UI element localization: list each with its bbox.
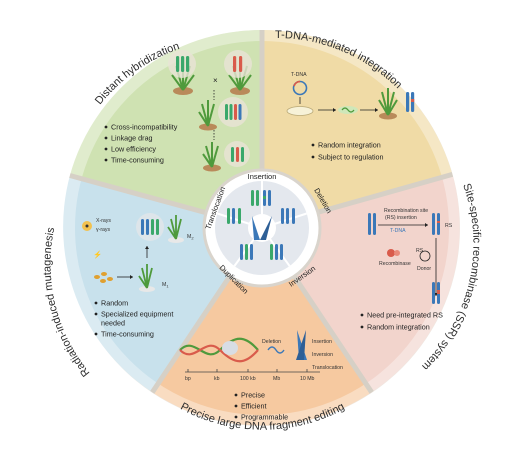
op-inversion: Inversion xyxy=(312,352,333,358)
ssr-bullets: Need pre-integrated RS Random integratio… xyxy=(360,311,443,332)
ssr-recombination-site: Recombination site xyxy=(384,208,428,214)
lightning-icon: ⚡ xyxy=(93,250,102,259)
precise-bullets: Precise Efficient Programmable xyxy=(234,391,288,422)
bullet-text: needed xyxy=(101,319,125,328)
distant-illustration: × xyxy=(168,50,252,172)
scale-label: bp xyxy=(185,376,191,382)
ssr-rs-1: RS xyxy=(445,223,453,229)
ssr-tdna: T-DNA xyxy=(390,228,406,234)
chromosome-icon xyxy=(252,216,260,240)
scale-ticks xyxy=(187,369,308,372)
ssr-donor: Donor xyxy=(417,266,431,272)
ssr-recombinase: Recombinase xyxy=(379,261,411,267)
tdna-bullets: Random integration Subject to regulation xyxy=(311,141,384,162)
sector-tdna xyxy=(262,30,453,228)
precise-illustration: Deletion Insertion Inversion Translocati… xyxy=(179,330,343,382)
ssr-rs-insertion: (RS) insertion xyxy=(385,215,417,221)
bullet-text: Cross-incompatibility xyxy=(111,123,178,132)
bullet-text: Linkage drag xyxy=(111,134,153,143)
tdna-label: T-DNA xyxy=(291,72,307,78)
hub-label-insertion: Insertion xyxy=(248,172,277,181)
bullet-text: Random xyxy=(101,299,128,308)
distant-bullets: Cross-incompatibility Linkage drag Low e… xyxy=(104,123,178,165)
precise-deletion: Deletion xyxy=(262,339,281,345)
nuclease-icon xyxy=(222,341,238,355)
bullet-text: Subject to regulation xyxy=(318,153,384,162)
ssr-rs-2: RS xyxy=(416,248,424,254)
scale-label: Mb xyxy=(273,376,280,382)
ray-label: γ-rays xyxy=(96,227,111,233)
center-hub: Insertion Deletion Inversion Duplication… xyxy=(202,168,334,296)
scale-label: 100 kb xyxy=(240,376,256,382)
bullet-text: Time-consuming xyxy=(101,330,154,339)
scale-label: 10 Mb xyxy=(300,376,315,382)
radiation-illustration: X-rays γ-rays ⚡ M1 M2 xyxy=(82,213,194,292)
seed-icon xyxy=(94,272,113,283)
m1-label: M1 xyxy=(162,282,169,289)
bullet-text: Time-consuming xyxy=(111,156,164,165)
bullet-text: Low efficiency xyxy=(111,145,156,154)
bullet-text: Random integration xyxy=(367,323,430,332)
ssr-illustration: Recombination site (RS) insertion T-DNA … xyxy=(368,208,453,304)
bullet-text: Efficient xyxy=(241,402,266,411)
sector-distant-hybridization xyxy=(69,29,263,228)
op-translocation: Translocation xyxy=(312,365,343,371)
bullet-text: Random integration xyxy=(318,141,381,150)
tdna-illustration: T-DNA xyxy=(286,72,415,120)
cross-icon: × xyxy=(213,76,218,85)
m2-label: M2 xyxy=(187,234,194,241)
scale-label: kb xyxy=(214,376,220,382)
sector-precise xyxy=(152,228,372,426)
bullet-text: Need pre-integrated RS xyxy=(367,311,443,320)
bullet-text: Programmable xyxy=(241,413,288,422)
bullet-text: Precise xyxy=(241,391,265,400)
bullet-text: Specialized equipment xyxy=(101,310,173,319)
recombinase-icon xyxy=(387,249,400,257)
ray-label: X-rays xyxy=(96,218,111,224)
op-insertion: Insertion xyxy=(312,339,332,345)
radiation-bullets: Random Specialized equipment needed Time… xyxy=(94,299,173,339)
